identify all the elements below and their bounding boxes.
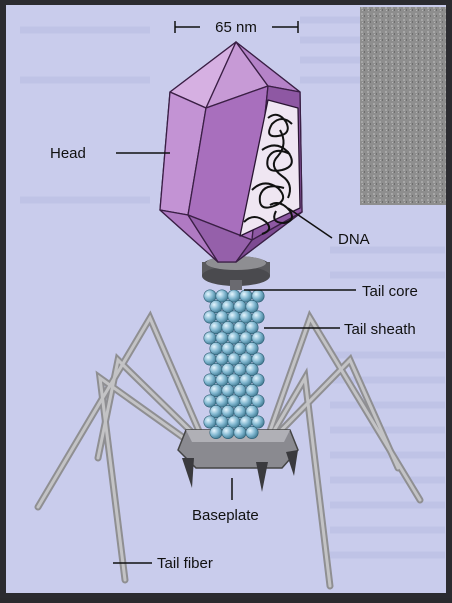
tail-core-label: Tail core	[362, 283, 418, 300]
scale-label: 65 nm	[215, 19, 257, 36]
sheath-bead	[210, 426, 222, 438]
tail-sheath	[204, 290, 264, 439]
sheath-bead	[246, 426, 258, 438]
sheath-bead	[222, 426, 234, 438]
tail-sheath-label: Tail sheath	[344, 321, 416, 338]
dna-label: DNA	[338, 231, 370, 248]
sheath-bead	[234, 426, 246, 438]
tail-fiber-label: Tail fiber	[157, 555, 213, 572]
tail-core	[230, 280, 242, 290]
baseplate-label: Baseplate	[192, 507, 259, 524]
micrograph-image	[360, 7, 446, 205]
head-label: Head	[50, 145, 86, 162]
